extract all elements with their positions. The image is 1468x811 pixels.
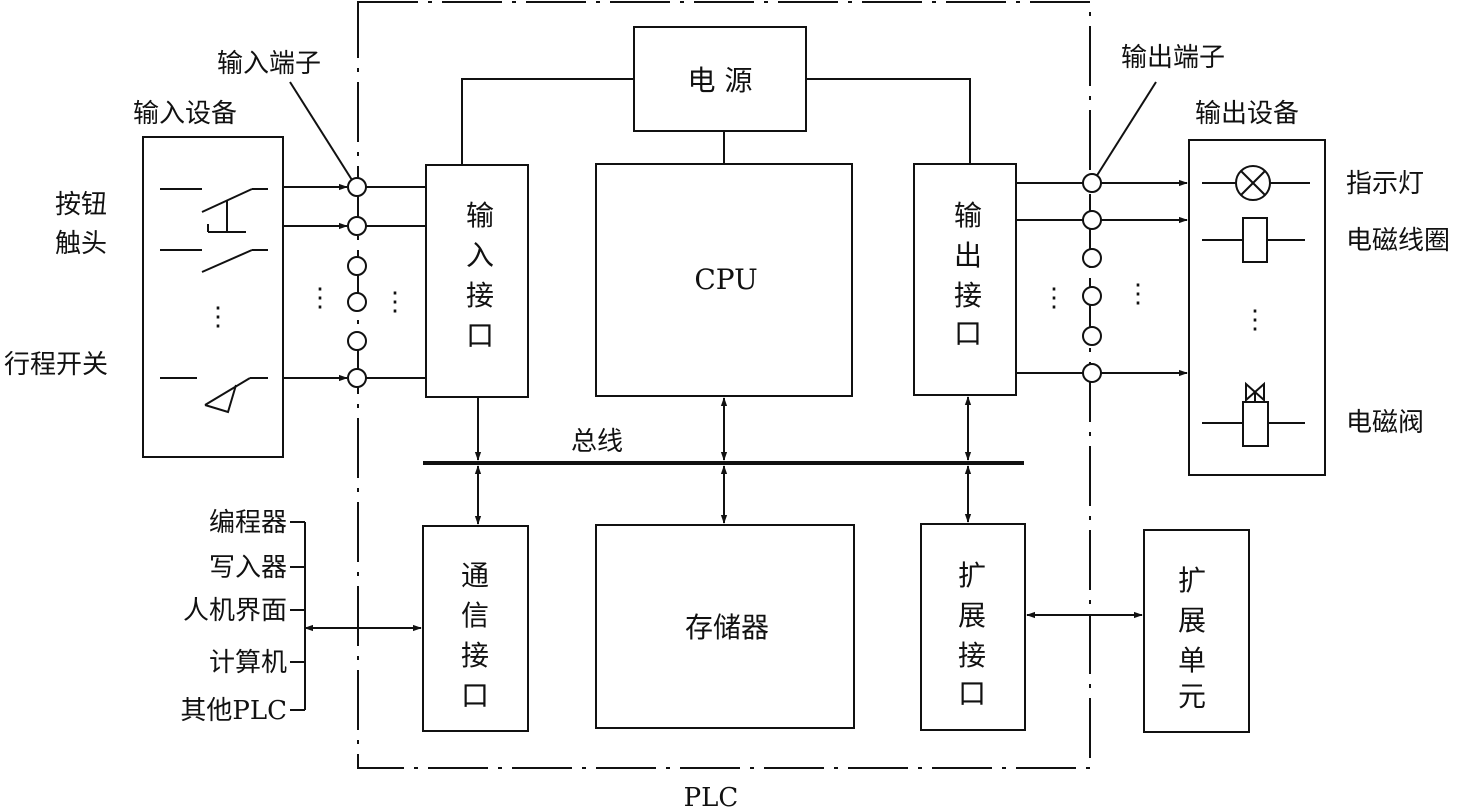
- expansion-unit-char: 扩: [1178, 564, 1206, 597]
- output-interface-char: 口: [954, 317, 982, 350]
- expansion-interface-char: 口: [958, 677, 986, 710]
- valve-icon: [1202, 381, 1305, 447]
- ellipsis: ⋮: [382, 287, 408, 317]
- button-label: 按钮: [55, 190, 107, 220]
- input-devices-label: 输入设备: [133, 99, 237, 129]
- ellipsis: ⋮: [1041, 283, 1067, 313]
- expansion-unit-char: 元: [1178, 680, 1206, 713]
- peripheral-label: 计算机: [209, 648, 287, 678]
- comm-interface-char: 口: [461, 679, 489, 712]
- input-interface-char: 入: [466, 239, 494, 272]
- solenoid-coil-label: 电磁线圈: [1346, 226, 1450, 256]
- input-interface-char: 接: [466, 279, 494, 312]
- expansion-unit-char: 展: [1178, 604, 1206, 637]
- plc-label: PLC: [684, 783, 739, 811]
- indicator-lamp-label: 指示灯: [1346, 169, 1424, 199]
- expansion-unit-box: [1143, 529, 1250, 733]
- output-interface-box: [913, 163, 1017, 396]
- input-interface-char: 输: [466, 199, 494, 232]
- solenoid-valve-label: 电磁阀: [1346, 408, 1424, 438]
- output-terminals-label: 输出端子: [1121, 43, 1225, 73]
- lamp-icon: [1202, 165, 1310, 201]
- bus-label: 总线: [571, 427, 623, 457]
- output-interface-char: 出: [954, 239, 982, 272]
- coil-icon: [1202, 217, 1305, 263]
- push-button-symbol: [160, 188, 268, 273]
- output-interface-char: 接: [954, 279, 982, 312]
- output-devices-label: 输出设备: [1195, 99, 1299, 129]
- expansion-interface-char: 展: [958, 599, 986, 632]
- output-devices-box: [1188, 139, 1326, 476]
- expansion-interface-char: 接: [958, 639, 986, 672]
- peripheral-label: 编程器: [209, 508, 287, 538]
- memory-label: 存储器: [685, 611, 769, 644]
- expansion-interface-char: 扩: [958, 559, 986, 592]
- power-line-input: [461, 78, 634, 165]
- expansion-interface-box: [920, 523, 1026, 731]
- comm-interface-char: 通: [461, 559, 489, 592]
- limit-switch-label: 行程开关: [4, 350, 108, 380]
- power-line-output: [806, 78, 971, 164]
- limit-switch-symbol: [160, 377, 268, 414]
- power-supply-label: 电 源: [688, 64, 753, 97]
- ellipsis: ⋮: [1242, 305, 1268, 335]
- input-devices-box: [142, 136, 284, 458]
- output-terminals-leader: [1095, 81, 1157, 178]
- peripheral-label: 写入器: [209, 553, 287, 583]
- peripheral-label: 人机界面: [183, 596, 287, 626]
- peripheral-label: 其他PLC: [180, 696, 287, 726]
- contact-label: 触头: [55, 229, 107, 259]
- comm-interface-char: 接: [461, 639, 489, 672]
- input-terminals-label: 输入端子: [217, 49, 321, 79]
- input-interface-char: 口: [466, 319, 494, 352]
- ellipsis: ⋮: [205, 302, 231, 332]
- comm-interface-char: 信: [461, 599, 489, 632]
- comm-interface-box: [422, 525, 529, 732]
- ellipsis: ⋮: [307, 283, 333, 313]
- input-terminals-leader: [289, 81, 353, 181]
- ellipsis: ⋮: [1125, 279, 1151, 309]
- expansion-unit-char: 单: [1178, 644, 1206, 677]
- cpu-label: CPU: [694, 263, 757, 296]
- output-interface-char: 输: [954, 199, 982, 232]
- memory-box: [595, 524, 855, 729]
